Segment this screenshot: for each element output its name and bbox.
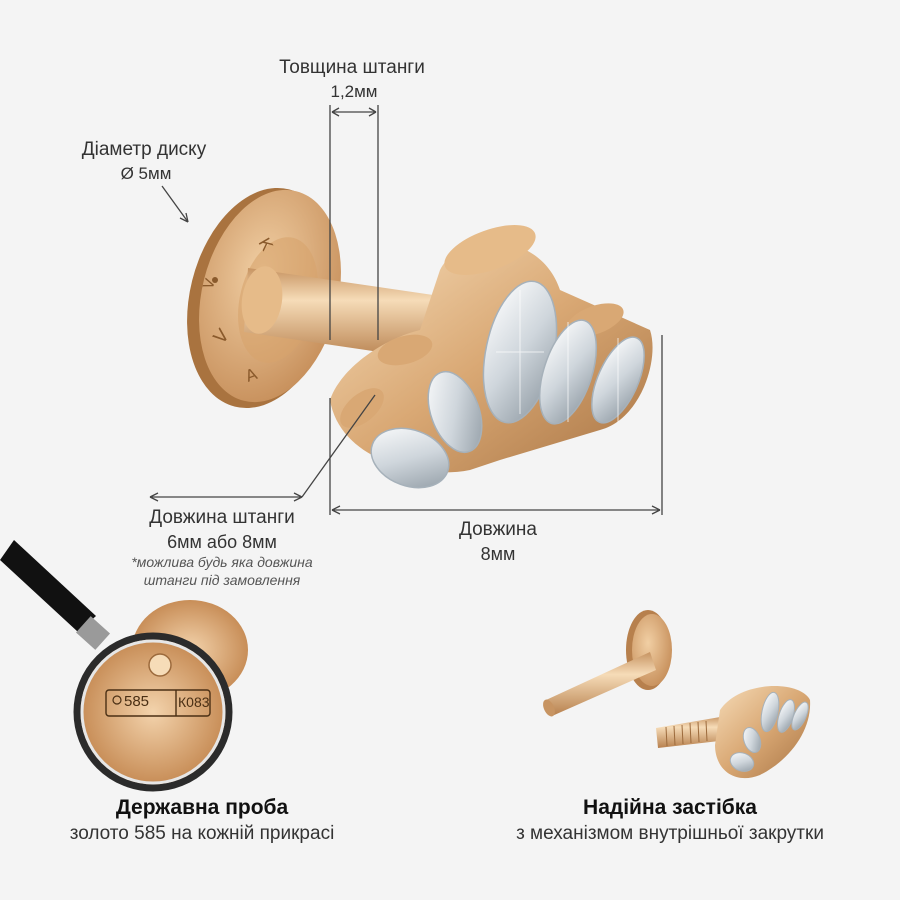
disc-diameter-value: Ø 5мм	[120, 164, 172, 183]
hallmark-stamp-585: 585	[124, 693, 150, 710]
gem-setting	[330, 225, 653, 489]
clasp-title: Надійна застібка	[583, 796, 757, 819]
bar-length-value: 6мм або 8мм	[167, 532, 277, 552]
hallmark-stamp-code: К083	[178, 694, 210, 710]
bar-length-note-line-2: штанги під замовлення	[143, 572, 301, 588]
bar-thickness-title: Товщина штанги	[279, 57, 425, 78]
disc-diameter-title: Діаметр диску	[81, 139, 207, 160]
length-title: Довжина	[459, 519, 537, 540]
hallmark-title: Державна проба	[115, 796, 289, 819]
hallmark-subtitle: золото 585 на кожній прикрасі	[69, 823, 335, 844]
dimension-lines	[149, 105, 663, 515]
bar-thickness-value: 1,2мм	[330, 82, 378, 101]
magnifier-illustration	[0, 540, 248, 792]
length-value: 8мм	[480, 544, 516, 564]
clasp-illustration	[543, 610, 811, 779]
bar-length-note-line-1: *можлива будь яка довжина	[131, 554, 313, 570]
bar-length-title: Довжина штанги	[149, 507, 295, 528]
bar	[241, 266, 440, 360]
clasp-subtitle: з механізмом внутрішньої закрутки	[516, 823, 824, 844]
